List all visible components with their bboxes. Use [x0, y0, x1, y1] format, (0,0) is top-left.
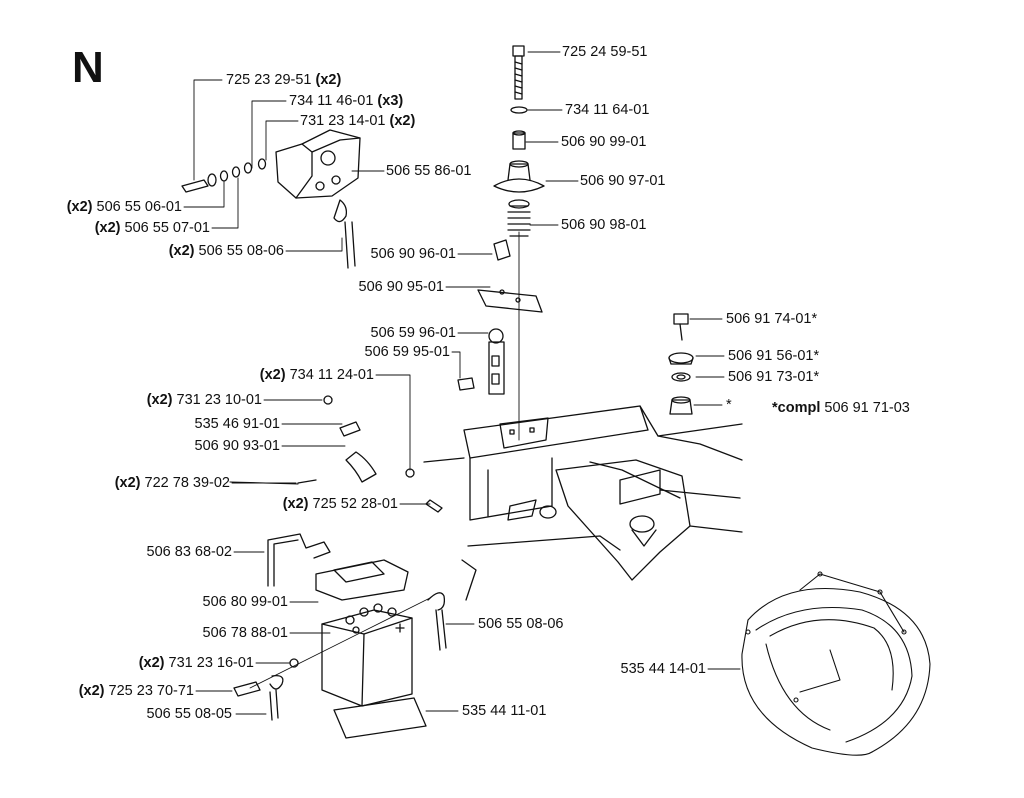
part-label-535-44-11-01: 535 44 11-01 [462, 703, 547, 719]
gear-lever [457, 328, 505, 395]
part-label-506-90-97-01: 506 90 97-01 [580, 173, 666, 189]
part-label-506-90-98-01: 506 90 98-01 [561, 217, 647, 233]
top-bolt [493, 45, 545, 237]
part-label-725-24-59-51: 725 24 59-51 [562, 44, 648, 60]
part-label-722-78-39-02: (x2) 722 78 39-02 [114, 475, 230, 491]
battery-group [233, 533, 447, 739]
part-label-506-90-93-01: 506 90 93-01 [194, 438, 280, 454]
part-label-734-11-24-01: (x2) 734 11 24-01 [259, 367, 374, 383]
wire-harness [741, 571, 931, 756]
part-label-725-23-70-71: (x2) 725 23 70-71 [78, 683, 194, 699]
part-label-506-59-95-01: 506 59 95-01 [364, 344, 450, 360]
part-label-506-90-99-01: 506 90 99-01 [561, 134, 647, 150]
part-label-506-83-68-02: 506 83 68-02 [146, 544, 232, 560]
part-label-506-55-08-05: 506 55 08-05 [146, 706, 232, 722]
spring-bracket [477, 239, 543, 313]
part-label-506-55-07-01: (x2) 506 55 07-01 [94, 220, 210, 236]
gear-plate [229, 395, 443, 513]
part-label-506-55-08-06-x2: (x2) 506 55 08-06 [168, 243, 284, 259]
part-label-731-23-14-01: 731 23 14-01 (x2) [300, 113, 416, 129]
part-label-506-55-08-06: 506 55 08-06 [478, 616, 564, 632]
part-label-535-44-14-01: 535 44 14-01 [620, 661, 706, 677]
part-label-506-80-99-01: 506 80 99-01 [202, 594, 288, 610]
part-label-535-46-91-01: 535 46 91-01 [194, 416, 280, 432]
part-label-506-91-73-01: 506 91 73-01* [728, 369, 820, 385]
frame-housing [423, 405, 743, 601]
part-label-506-78-88-01: 506 78 88-01 [202, 625, 288, 641]
part-label-506-90-95-01: 506 90 95-01 [358, 279, 444, 295]
part-label-734-11-64-01: 734 11 64-01 [565, 102, 650, 118]
ignition-switch [668, 313, 694, 415]
part-label-725-23-29-51: 725 23 29-51 (x2) [226, 72, 342, 88]
leader-lines [183, 51, 741, 715]
part-label-506-55-86-01: 506 55 86-01 [386, 163, 472, 179]
part-label-725-52-28-01: (x2) 725 52 28-01 [282, 496, 398, 512]
solenoid-assembly [181, 129, 361, 269]
part-label-506-91-74-01: 506 91 74-01* [726, 311, 818, 327]
complete-set-label: *compl 506 91 71-03 [772, 400, 910, 416]
part-label-506-55-06-01: (x2) 506 55 06-01 [66, 199, 182, 215]
part-label-731-23-10-01: (x2) 731 23 10-01 [146, 392, 262, 408]
part-label-506-91-56-01: 506 91 56-01* [728, 348, 820, 364]
part-label-734-11-46-01: 734 11 46-01 (x3) [289, 93, 404, 109]
part-label-506-59-96-01: 506 59 96-01 [370, 325, 456, 341]
sheet-letter: N [72, 43, 104, 92]
part-label-switch-asterisk: * [726, 397, 732, 413]
part-label-506-90-96-01: 506 90 96-01 [370, 246, 456, 262]
part-label-731-23-16-01: (x2) 731 23 16-01 [138, 655, 254, 671]
